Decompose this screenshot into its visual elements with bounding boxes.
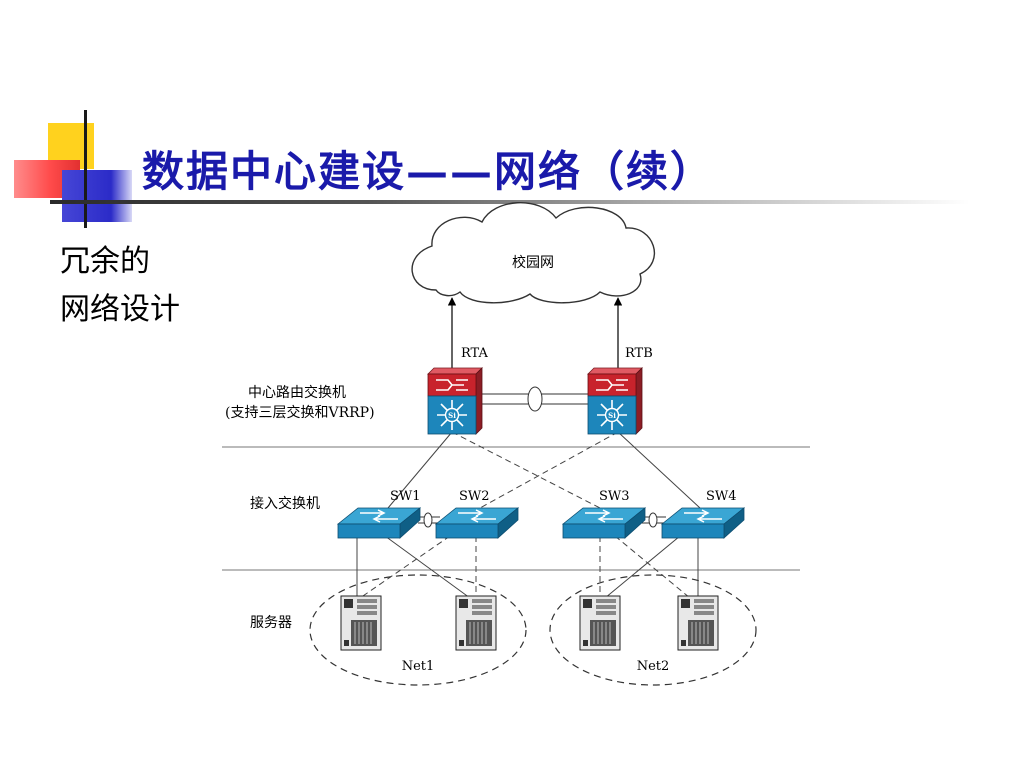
router-label-rta: RTA xyxy=(461,346,489,361)
server-net2-a xyxy=(579,595,621,651)
server-net1-b xyxy=(455,595,497,651)
server-net1-a xyxy=(340,595,382,651)
switch-label-sw1: SW1 xyxy=(390,489,421,504)
link-rtb-sw4 xyxy=(617,431,701,509)
campus-network-cloud xyxy=(411,201,656,304)
access-switch-sw4 xyxy=(660,507,746,539)
subtitle-line-1: 冗余的 xyxy=(60,244,150,279)
link-rtb-sw2 xyxy=(479,431,619,509)
cloud-label: 校园网 xyxy=(512,254,554,271)
link-sw3-server4 xyxy=(614,535,691,599)
core-router-rtb: Si xyxy=(587,367,643,435)
si-badge-rtb: Si xyxy=(608,411,616,420)
router-label-rtb: RTB xyxy=(625,346,653,361)
server-net2-b xyxy=(677,595,719,651)
layer-label-core: 中心路由交换机 xyxy=(248,384,346,401)
layer-label-core-sub: (支持三层交换和VRRP) xyxy=(225,404,375,421)
switch-label-sw4: SW4 xyxy=(706,489,737,504)
net-label-net1: Net1 xyxy=(402,659,435,674)
title-accent-vertical-line xyxy=(84,110,87,228)
si-badge-rta: Si xyxy=(448,411,456,420)
layer-label-access: 接入交换机 xyxy=(250,495,320,512)
title-underline xyxy=(50,200,970,204)
core-interconnect-link xyxy=(482,386,588,412)
link-rta-sw1 xyxy=(387,431,453,509)
switch-label-sw2: SW2 xyxy=(459,489,490,504)
subtitle-line-2: 网络设计 xyxy=(60,292,180,327)
net2-boundary xyxy=(549,574,757,686)
access-switch-sw1 xyxy=(336,507,422,539)
access-switch-sw3 xyxy=(561,507,647,539)
access-switch-sw2 xyxy=(434,507,520,539)
net-label-net2: Net2 xyxy=(637,659,670,674)
access-interconnect-sw3-sw4 xyxy=(642,512,666,528)
access-interconnect-sw1-sw2 xyxy=(418,512,440,528)
net1-boundary xyxy=(309,574,527,686)
link-sw1-server2 xyxy=(384,535,471,599)
link-rta-sw3 xyxy=(451,431,601,509)
title-accent-blue xyxy=(62,170,132,222)
slide-title: 数据中心建设——网络（续） xyxy=(142,147,715,196)
link-sw4-server3 xyxy=(604,535,681,599)
core-router-rta: Si xyxy=(427,367,483,435)
link-sw2-server1 xyxy=(359,535,451,599)
switch-label-sw3: SW3 xyxy=(599,489,630,504)
layer-label-servers: 服务器 xyxy=(250,615,292,631)
